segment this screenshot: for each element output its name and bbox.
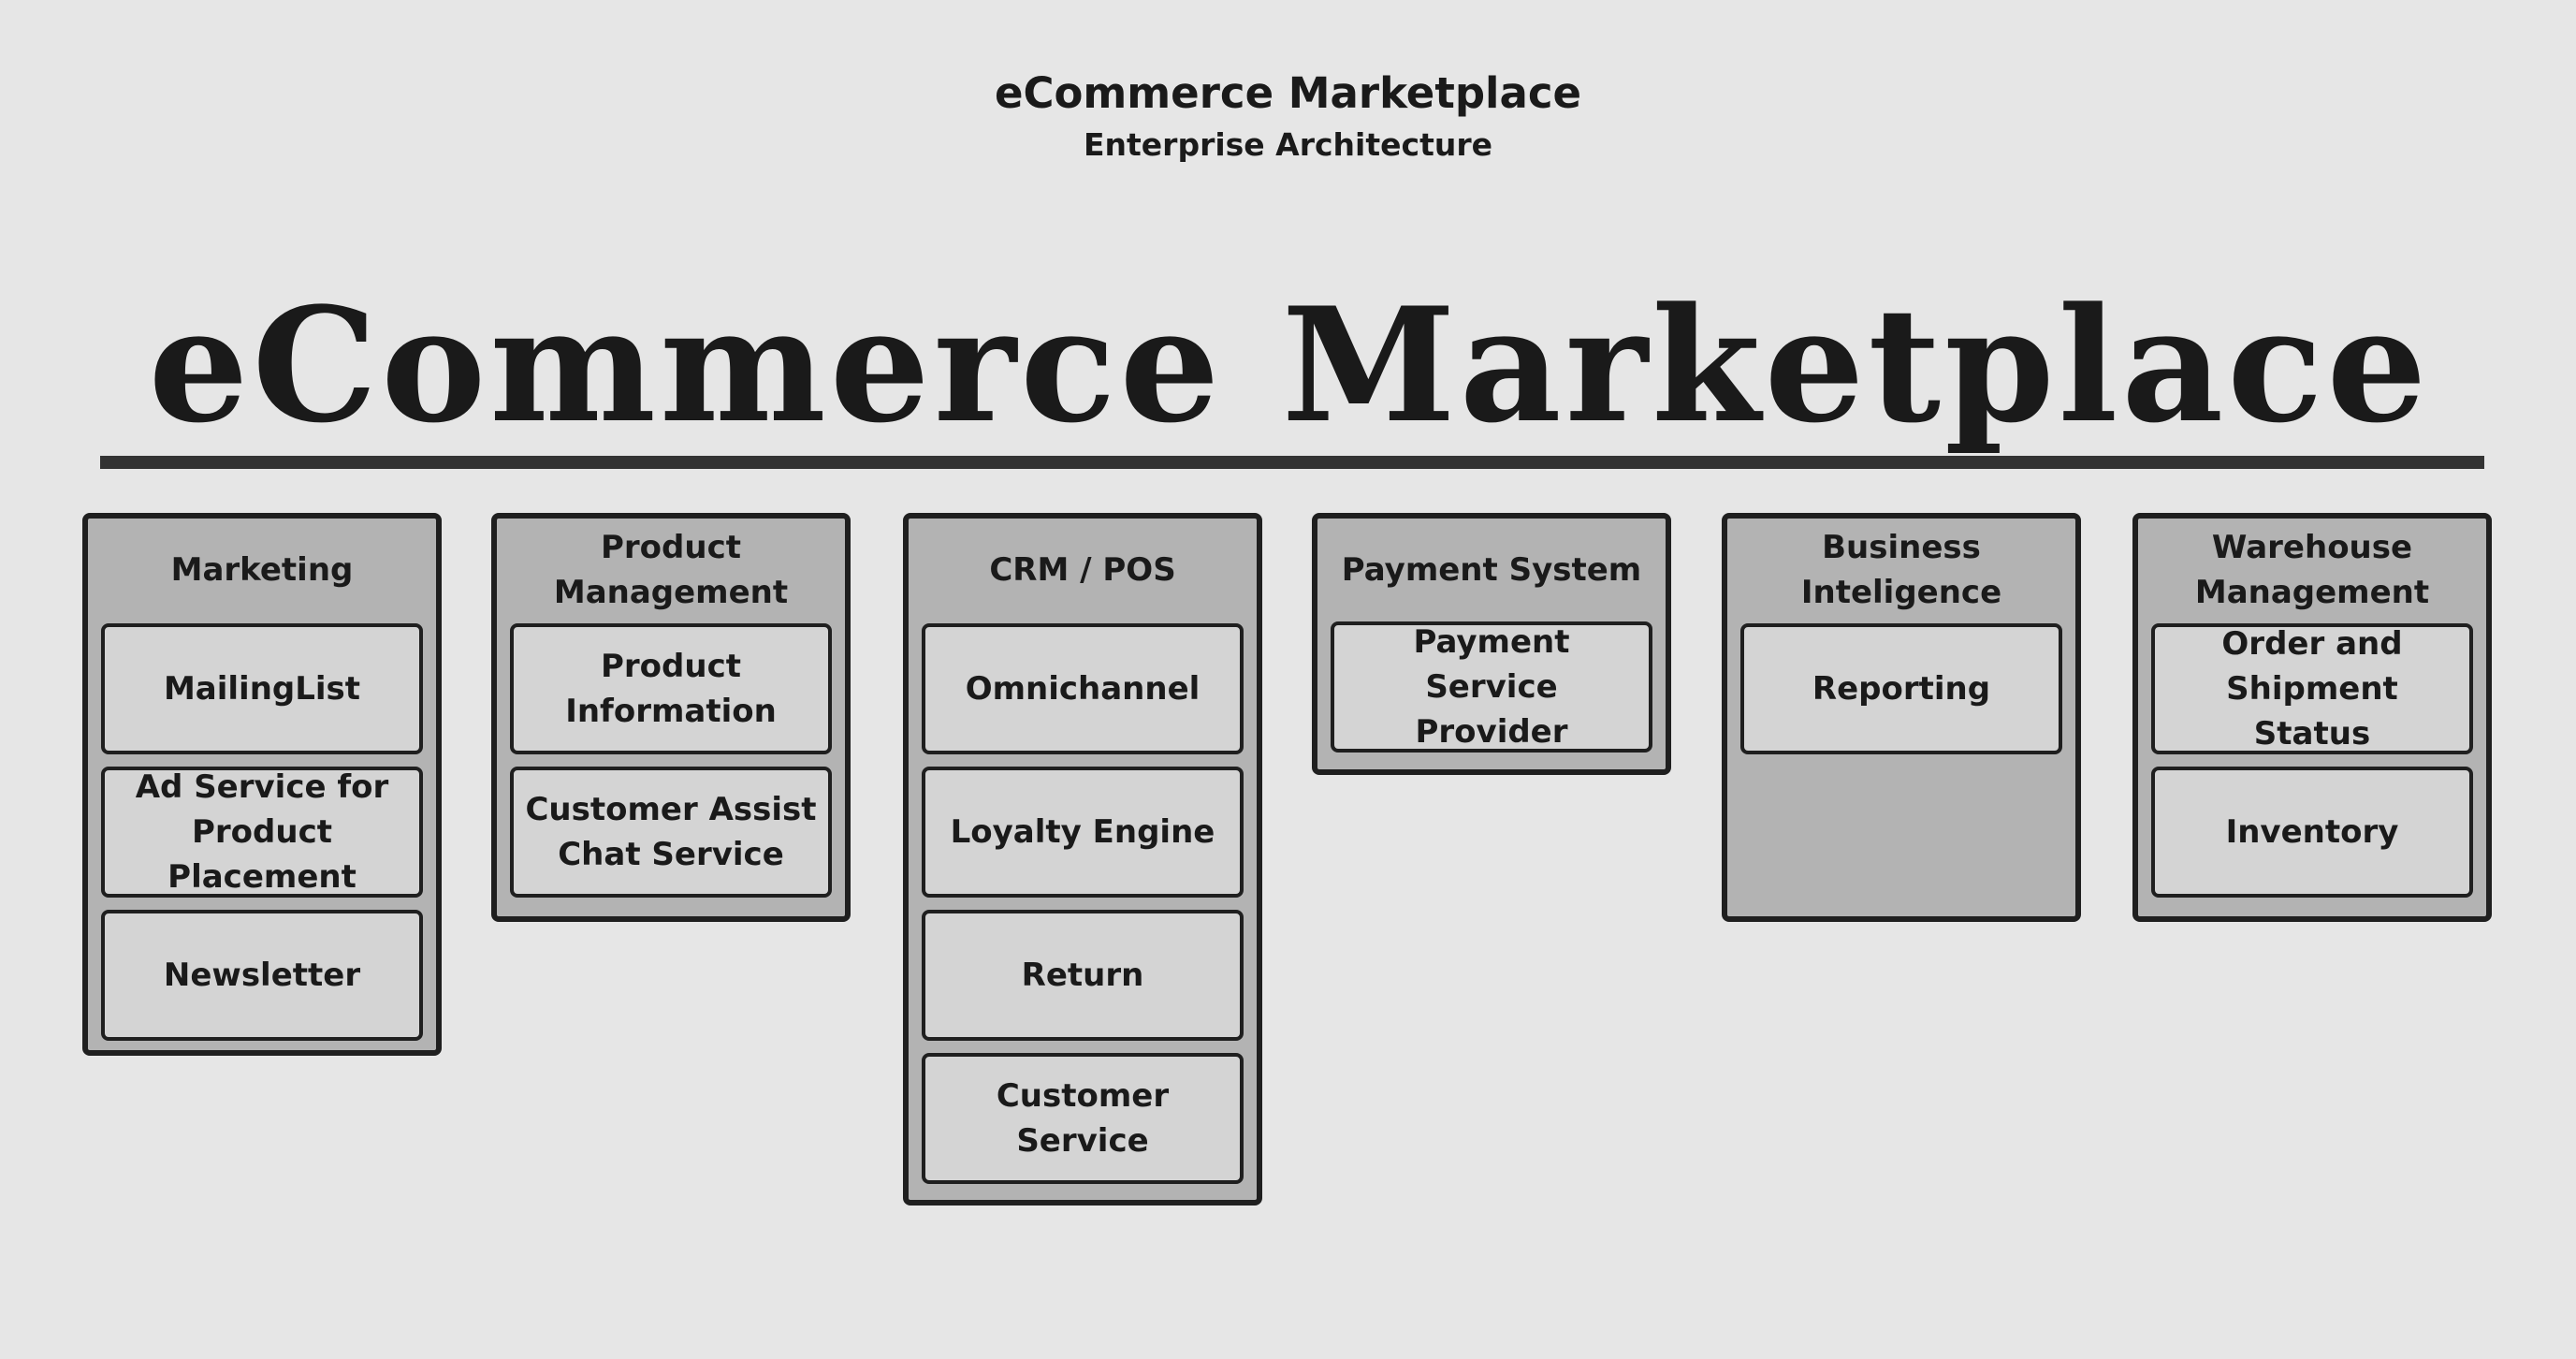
component-omnichannel: Omnichannel [922,623,1244,754]
group-title: Product Management [553,529,789,611]
component-return: Return [922,910,1244,1041]
component-newsletter: Newsletter [101,910,423,1041]
group-title: CRM / POS [989,551,1176,589]
group-business-intelligence: Business Inteligence Reporting [1722,513,2081,922]
banner-title: eCommerce Marketplace [148,272,2431,458]
group-title: Warehouse Management [2194,529,2430,611]
group-product-management: Product Management Product Information C… [491,513,851,922]
component-payment-service-provider: Payment Service Provider [1331,621,1652,753]
group-title: Business Inteligence [1800,529,2002,611]
group-title: Payment System [1341,551,1642,589]
diagram-subtitle: Enterprise Architecture [1083,126,1492,163]
group-marketing: Marketing MailingList Ad Service for Pro… [82,513,442,1056]
group-warehouse-management: Warehouse Management Order and Shipment … [2132,513,2492,922]
group-crm-pos: CRM / POS Omnichannel Loyalty Engine Ret… [903,513,1262,1206]
component-order-shipment-status: Order and Shipment Status [2151,623,2473,754]
group-payment-system: Payment System Payment Service Provider [1312,513,1671,775]
component-ad-service: Ad Service for Product Placement [101,767,423,898]
diagram-title: eCommerce Marketplace [994,68,1582,118]
component-reporting: Reporting [1740,623,2062,754]
diagram-header: eCommerce Marketplace Enterprise Archite… [0,67,2576,165]
component-mailinglist: MailingList [101,623,423,754]
banner-divider [100,456,2484,469]
component-inventory: Inventory [2151,767,2473,898]
component-loyalty-engine: Loyalty Engine [922,767,1244,898]
component-product-information: Product Information [510,623,832,754]
component-customer-service: Customer Service [922,1053,1244,1184]
group-title: Marketing [170,551,354,589]
component-customer-assist-chat: Customer Assist Chat Service [510,767,832,898]
